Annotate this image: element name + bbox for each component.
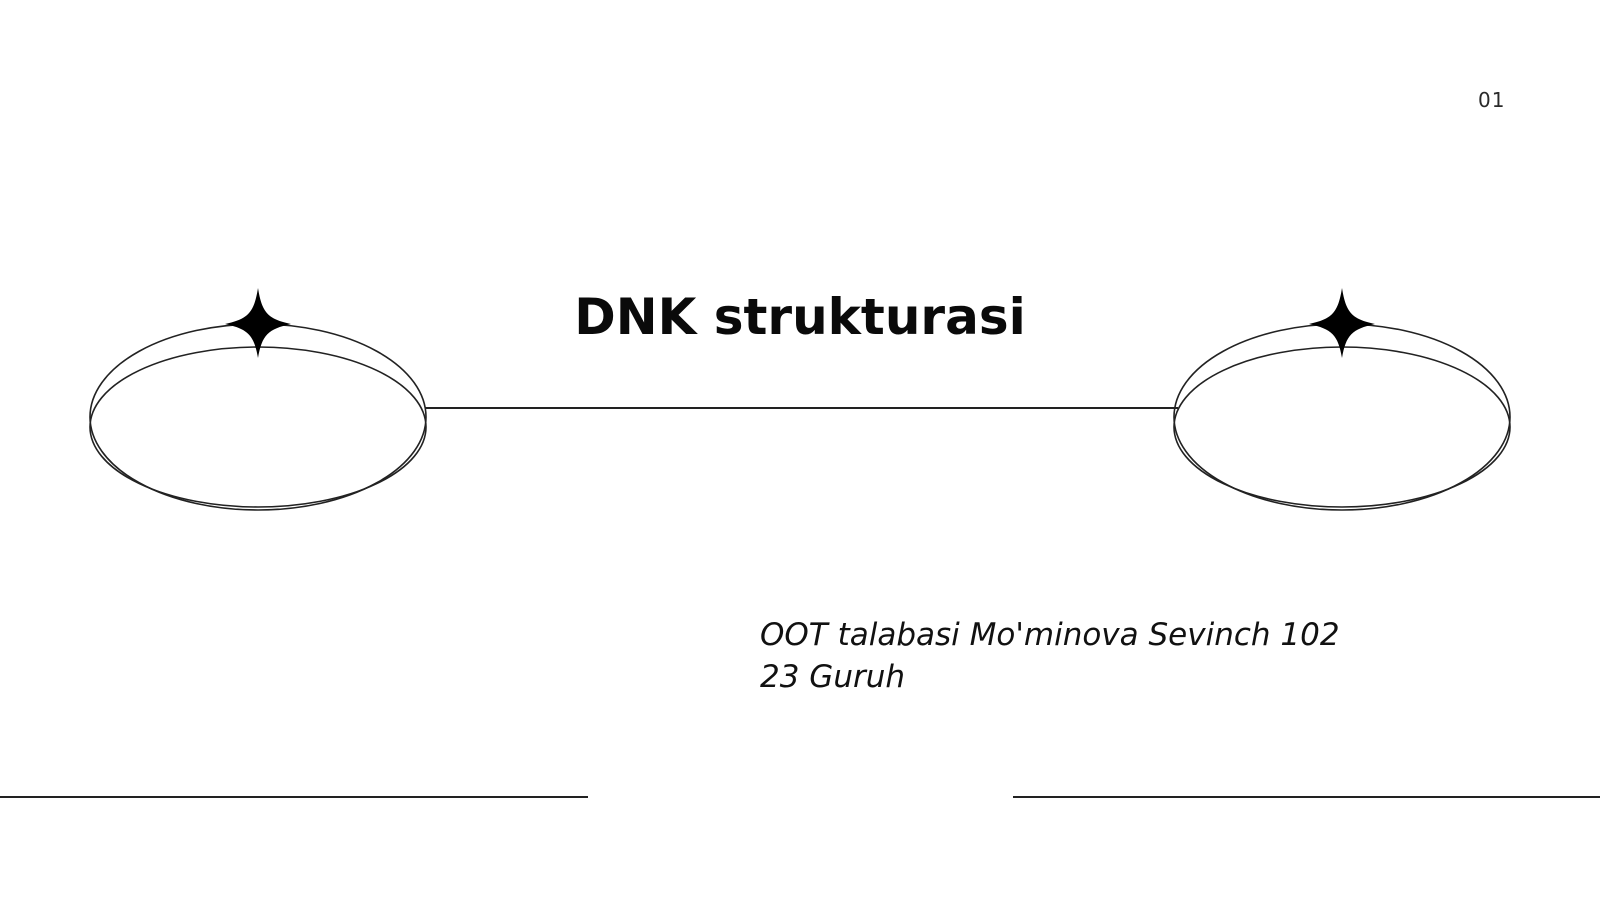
left-ring-icon [89, 288, 427, 511]
right-ring-icon [1173, 288, 1511, 511]
slide-subtitle: OOT talabasi Mo'minova Sevinch 102 23 Gu… [760, 614, 1380, 698]
left-sparkle-icon [225, 288, 291, 358]
page-number: 01 [1478, 88, 1506, 112]
right-sparkle-icon [1309, 288, 1375, 358]
slide-title: DNK strukturasi [574, 288, 1026, 346]
subtitle-line-1: OOT talabasi Mo'minova Sevinch 102 [760, 617, 1340, 653]
subtitle-line-2: 23 Guruh [760, 659, 906, 695]
